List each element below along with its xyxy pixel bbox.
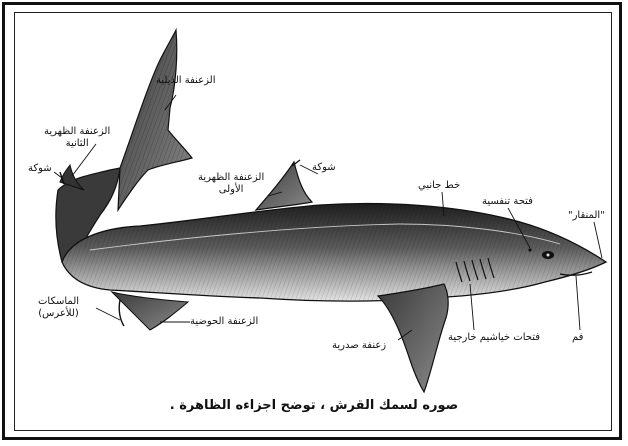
label-second-dorsal-fin: الزعنفة الظهرية الثانية (44, 126, 110, 150)
label-gill-slits: فتحات خياشيم خارجية (448, 332, 540, 344)
label-caudal-fin: الزعنفة الذيلية (156, 75, 215, 87)
spiracle-shape (528, 248, 531, 251)
label-mouth: فم (572, 332, 583, 344)
first-dorsal-fin-shape (256, 162, 312, 210)
pectoral-fin-shape (378, 284, 448, 392)
label-pectoral-fin: زعنفة صدرية (332, 340, 386, 352)
figure-caption: صوره لسمك القرش ، توضح اجزاءه الظاهرة . (0, 398, 628, 413)
label-spine-front: شوكة (312, 162, 336, 174)
label-rostrum: "المنقار" (568, 210, 605, 222)
label-first-dorsal-fin: الزعنفة الظهرية الأولى (198, 172, 264, 196)
label-claspers-line1: الماسكات (38, 296, 79, 308)
label-second-dorsal-fin-line1: الزعنفة الظهرية (44, 126, 110, 138)
label-spine-rear: شوكة (28, 163, 52, 175)
label-first-dorsal-fin-line1: الزعنفة الظهرية (198, 172, 264, 184)
label-spiracle: فتحة تنفسية (482, 196, 533, 208)
label-lateral-line: خط جانبي (418, 180, 460, 192)
label-claspers: الماسكات (للأعرس) (38, 296, 79, 320)
label-claspers-line2: (للأعرس) (38, 308, 79, 320)
label-pelvic-fin: الزعنفة الحوضية (190, 316, 258, 328)
label-first-dorsal-fin-line2: الأولى (198, 184, 264, 196)
label-second-dorsal-fin-line2: الثانية (44, 138, 110, 150)
